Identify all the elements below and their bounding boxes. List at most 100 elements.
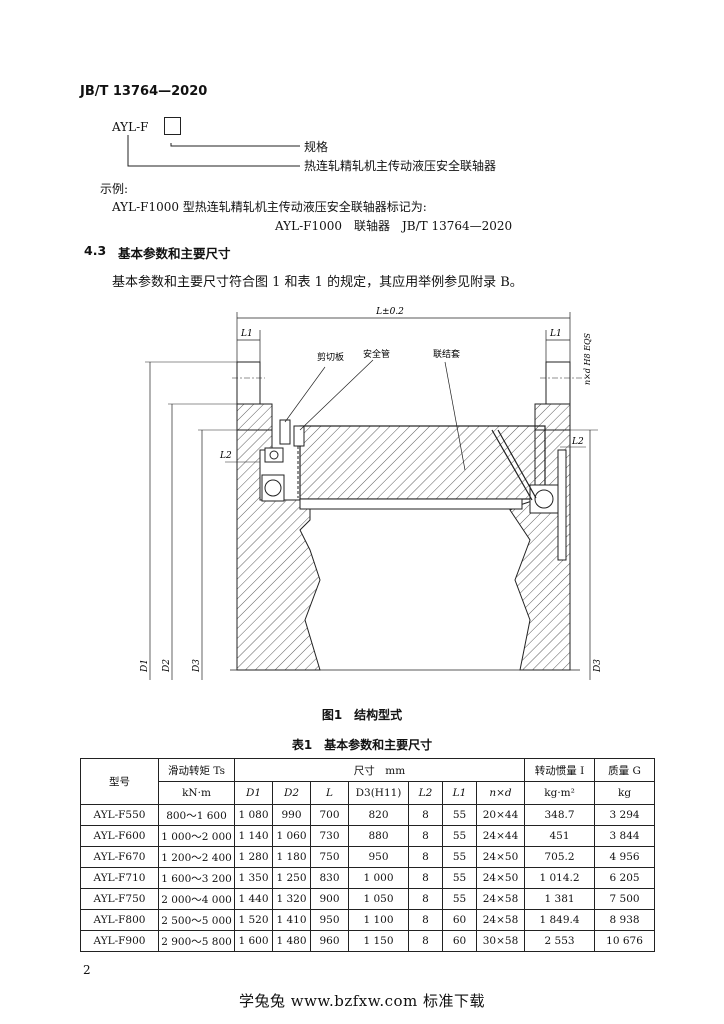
table-cell: 990 [272, 804, 311, 826]
footer-watermark: 学兔兔 www.bzfxw.com 标准下载 [238, 992, 486, 1010]
table-cell: 10 676 [594, 930, 656, 952]
table-cell: 8 [408, 888, 443, 910]
table-cell: 6 205 [594, 867, 656, 889]
example-title: 示例: [100, 182, 129, 196]
designation-label-name: 热连轧精轧机主传动液压安全联轴器 [304, 159, 497, 173]
table-cell: 750 [310, 846, 349, 868]
dim-L1-left-label: L1 [240, 329, 253, 339]
structure-drawing: L±0.2 L1 L1 L2 L2 n×d H8 EQS 剪切板 安全管 联结套… [140, 307, 603, 680]
table-cell: 880 [348, 825, 409, 847]
dim-L-label: L±0.2 [375, 307, 404, 317]
th-L: L [310, 781, 349, 805]
table-cell: 1 200～2 400 [158, 846, 235, 868]
th-inertia-unit: kg·m² [524, 781, 596, 805]
table-cell: 2 553 [524, 930, 596, 952]
th-dims: 尺寸 mm [233, 758, 526, 782]
table-cell: 55 [442, 804, 477, 826]
table-cell: 1 150 [348, 930, 409, 952]
dim-D1-label: D1 [140, 659, 150, 673]
th-D3: D3(H11) [348, 781, 409, 805]
table-cell: 1 410 [272, 909, 311, 931]
table-cell: 451 [524, 825, 596, 847]
dim-D3-left-label: D3 [192, 659, 202, 673]
table-cell: 730 [310, 825, 349, 847]
table-cell: 55 [442, 825, 477, 847]
dim-L2-left-label: L2 [219, 451, 232, 461]
table-cell: 2 900～5 800 [158, 930, 235, 952]
table-cell: 1 280 [234, 846, 273, 868]
table-cell: 8 [408, 846, 443, 868]
table-cell: 1 000 [348, 867, 409, 889]
table-cell: 24×58 [475, 909, 526, 931]
dim-D2-label: D2 [162, 659, 172, 673]
page-number: 2 [83, 963, 91, 977]
table-cell: 1 180 [272, 846, 311, 868]
table-cell: 700 [310, 804, 349, 826]
table-cell: 55 [442, 846, 477, 868]
table-cell: 8 [408, 909, 443, 931]
parameters-table: 型号 滑动转矩 Ts 尺寸 mm 转动惯量 I 质量 G kN·m D1 D2 … [80, 758, 656, 952]
table-cell: AYL-F600 [80, 825, 159, 847]
designation-leader-lines [127, 135, 300, 167]
standard-id-header: JB/T 13764—2020 [80, 84, 208, 99]
th-torque-unit: kN·m [158, 781, 235, 805]
section-title: 基本参数和主要尺寸 [118, 246, 231, 261]
table-cell: 8 [408, 930, 443, 952]
table-cell: AYL-F710 [80, 867, 159, 889]
designation-label-spec: 规格 [304, 140, 329, 154]
table-cell: 1 520 [234, 909, 273, 931]
table-cell: 20×44 [475, 804, 526, 826]
table-cell: 1 849.4 [524, 909, 596, 931]
table-cell: 1 320 [272, 888, 311, 910]
table-cell: 24×50 [475, 846, 526, 868]
table-cell: 8 [408, 804, 443, 826]
table-cell: 800～1 600 [158, 804, 235, 826]
table-cell: 24×50 [475, 867, 526, 889]
th-inertia: 转动惯量 I [524, 758, 596, 782]
table-cell: 1 350 [234, 867, 273, 889]
table-cell: AYL-F670 [80, 846, 159, 868]
table-cell: 8 [408, 867, 443, 889]
example-text: AYL-F1000 型热连轧精轧机主传动液压安全联轴器标记为: [112, 200, 427, 214]
table-cell: 24×44 [475, 825, 526, 847]
table-cell: 900 [310, 888, 349, 910]
table-cell: 1 060 [272, 825, 311, 847]
table-cell: 3 294 [594, 804, 656, 826]
table-cell: 1 000～2 000 [158, 825, 235, 847]
label-shear-plate: 剪切板 [317, 351, 344, 363]
label-safety-tube: 安全管 [363, 348, 390, 360]
table-cell: 2 000～4 000 [158, 888, 235, 910]
table-caption: 表1 基本参数和主要尺寸 [291, 738, 433, 752]
table-cell: 950 [348, 846, 409, 868]
table-cell: 55 [442, 888, 477, 910]
table-cell: 7 500 [594, 888, 656, 910]
table-cell: 1 250 [272, 867, 311, 889]
section-number: 4.3 [84, 243, 107, 258]
table-cell: 1 100 [348, 909, 409, 931]
dim-L1-right-label: L1 [549, 329, 562, 339]
dim-nxd-label: n×d H8 EQS [583, 332, 592, 385]
table-cell: 4 956 [594, 846, 656, 868]
th-mass-unit: kg [594, 781, 656, 805]
table-cell: 705.2 [524, 846, 596, 868]
table-cell: 960 [310, 930, 349, 952]
th-mass: 质量 G [594, 758, 656, 782]
table-cell: AYL-F900 [80, 930, 159, 952]
table-cell: 820 [348, 804, 409, 826]
table-cell: AYL-F550 [80, 804, 159, 826]
designation-spec-box [164, 117, 181, 135]
table-cell: AYL-F800 [80, 909, 159, 931]
table-cell: 1 440 [234, 888, 273, 910]
example-mark: AYL-F1000 联轴器 JB/T 13764—2020 [275, 219, 513, 233]
table-cell: 950 [310, 909, 349, 931]
table-cell: 348.7 [524, 804, 596, 826]
table-cell: 60 [442, 930, 477, 952]
dim-L2-right-label: L2 [571, 437, 584, 447]
table-cell: 1 600 [234, 930, 273, 952]
table-cell: 1 600～3 200 [158, 867, 235, 889]
